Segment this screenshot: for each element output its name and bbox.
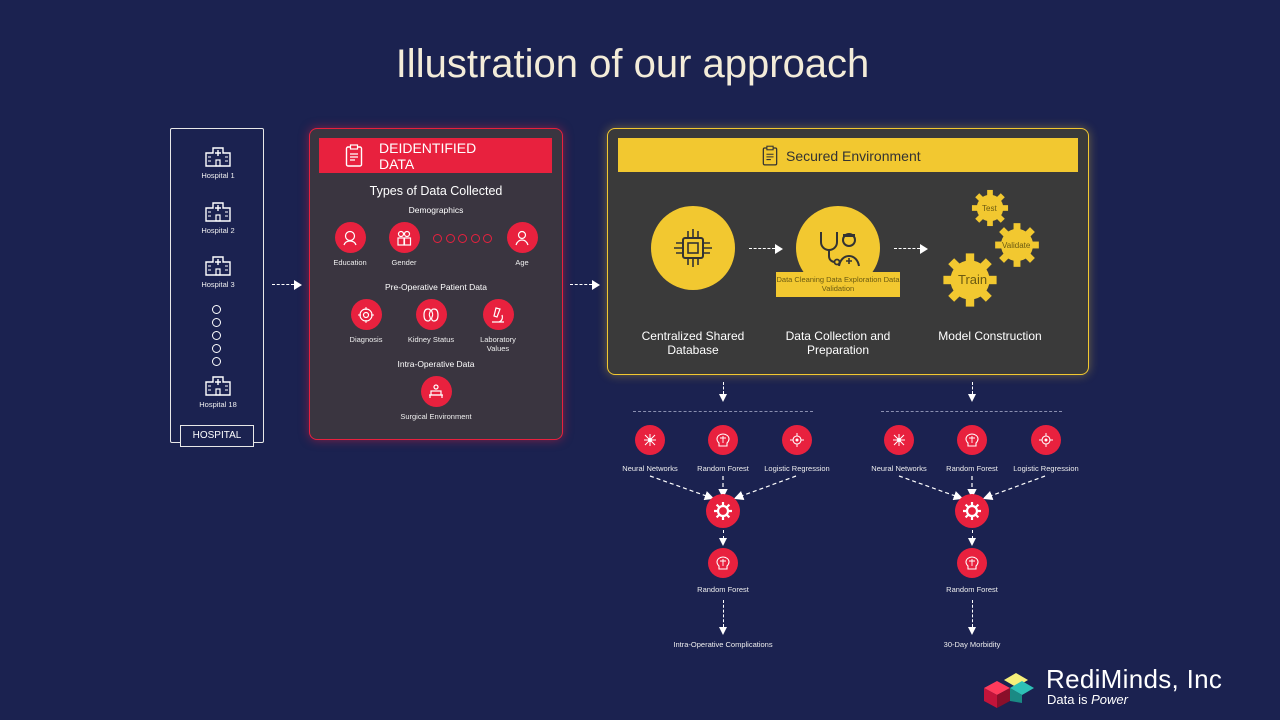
category-diagnosis: Diagnosis (331, 299, 401, 344)
hospital-item: Hospital 2 (171, 200, 265, 235)
microscope-icon (482, 299, 514, 330)
ellipsis-dots (433, 234, 496, 243)
selected-model-label: Random Forest (946, 585, 998, 594)
gender-icon (388, 222, 420, 253)
clipboard-icon (762, 145, 778, 172)
branch-divider (633, 411, 813, 412)
page-title: Illustration of our approach (395, 42, 870, 86)
preop-heading: Pre-Operative Patient Data (384, 282, 488, 292)
chip-icon (674, 229, 712, 267)
rediminds-logo-icon (984, 673, 1034, 708)
age-icon (506, 222, 538, 253)
flow-arrowhead (968, 394, 976, 402)
category-age: Age (487, 222, 557, 267)
flow-arrowhead (294, 280, 302, 290)
neural-network-icon (635, 425, 665, 455)
branch-divider (881, 411, 1062, 412)
logo-tagline: Data is Power (1047, 692, 1128, 707)
database-circle (651, 206, 735, 290)
flow-arrow-line (723, 382, 724, 394)
flow-arrow-line (972, 382, 973, 394)
brain-icon (957, 425, 987, 455)
hospital-item: Hospital 18 (171, 374, 265, 409)
diagnosis-icon (350, 299, 382, 330)
category-laboratory-values: Laboratory Values (463, 299, 533, 353)
flow-arrowhead (719, 394, 727, 402)
category-education: Education (315, 222, 385, 267)
category-kidney-status: Kidney Status (396, 299, 466, 344)
cleaning-box: Data Cleaning Data Exploration Data Vali… (776, 272, 900, 297)
hospital-icon (205, 376, 231, 396)
hospital-icon (205, 147, 231, 167)
flow-arrow-line (723, 600, 724, 627)
category-gender: Gender (369, 222, 439, 267)
intraop-heading: Intra-Operative Data (397, 359, 475, 369)
outcome-label: 30-Day Morbidity (943, 640, 1001, 649)
flow-arrow-line (723, 530, 724, 539)
hospital-column: Hospital 1 Hospital 2 Hospital 3 Hospita… (170, 128, 264, 443)
flow-arrow-line (749, 248, 775, 249)
model-label: Random Forest (946, 464, 998, 473)
education-icon (334, 222, 366, 253)
stage-label-model: Model Construction (938, 329, 1042, 343)
selected-model-label: Random Forest (697, 585, 749, 594)
model-label: Logistic Regression (1013, 464, 1079, 473)
flow-arrow-line (272, 284, 294, 285)
flow-arrowhead (920, 244, 928, 254)
secured-title: Secured Environment (786, 148, 921, 164)
stage-label-preparation: Data Collection and Preparation (785, 329, 891, 357)
flow-arrowhead (719, 538, 727, 546)
outcome-label: Intra-Operative Complications (673, 640, 773, 649)
ellipsis-dots (212, 305, 221, 370)
gear-icon (955, 494, 989, 528)
stage-label-database: Centralized Shared Database (641, 329, 745, 357)
doctor-icon (820, 232, 860, 267)
flow-arrow-line (972, 600, 973, 627)
hospital-item: Hospital 3 (171, 254, 265, 289)
flow-arrow-line (972, 530, 973, 539)
flow-arrowhead (968, 627, 976, 635)
logo-name: RediMinds, Inc (1046, 664, 1223, 694)
network-gear-icon (782, 425, 812, 455)
model-label: Neural Networks (622, 464, 678, 473)
flow-arrowhead (592, 280, 600, 290)
hospital-icon (205, 256, 231, 276)
neural-network-icon (884, 425, 914, 455)
data-types-subtitle: Types of Data Collected (369, 184, 503, 198)
converging-arrows (649, 475, 1046, 501)
demographics-heading: Demographics (408, 205, 464, 215)
brain-icon (708, 425, 738, 455)
secured-header: Secured Environment (618, 138, 1078, 172)
brain-icon (957, 548, 987, 578)
gear-icon (706, 494, 740, 528)
kidney-icon (415, 299, 447, 330)
model-label: Neural Networks (871, 464, 927, 473)
network-gear-icon (1031, 425, 1061, 455)
clipboard-icon (345, 144, 363, 173)
flow-arrowhead (968, 538, 976, 546)
flow-arrowhead (775, 244, 783, 254)
gear-label-validate: Validate (1002, 241, 1031, 250)
hospital-icon (205, 202, 231, 222)
deidentified-panel: DEIDENTIFIED DATA Types of Data Collecte… (309, 128, 563, 440)
flow-arrow-line (570, 284, 592, 285)
model-label: Random Forest (697, 464, 749, 473)
hospital-item: Hospital 1 (171, 145, 265, 180)
flow-arrowhead (719, 627, 727, 635)
hospital-label: HOSPITAL (180, 425, 254, 447)
gear-label-test: Test (982, 204, 997, 213)
surgery-bed-icon (420, 376, 452, 407)
secured-environment-panel: Secured Environment Centralized Shared D… (607, 128, 1089, 375)
flow-arrow-line (894, 248, 920, 249)
brain-icon (708, 548, 738, 578)
gear-label-train: Train (958, 272, 988, 287)
category-surgical-environment: Surgical Environment (391, 376, 481, 421)
deidentified-header: DEIDENTIFIED DATA (319, 138, 552, 173)
model-label: Logistic Regression (764, 464, 830, 473)
deidentified-title: DEIDENTIFIED DATA (379, 140, 477, 172)
